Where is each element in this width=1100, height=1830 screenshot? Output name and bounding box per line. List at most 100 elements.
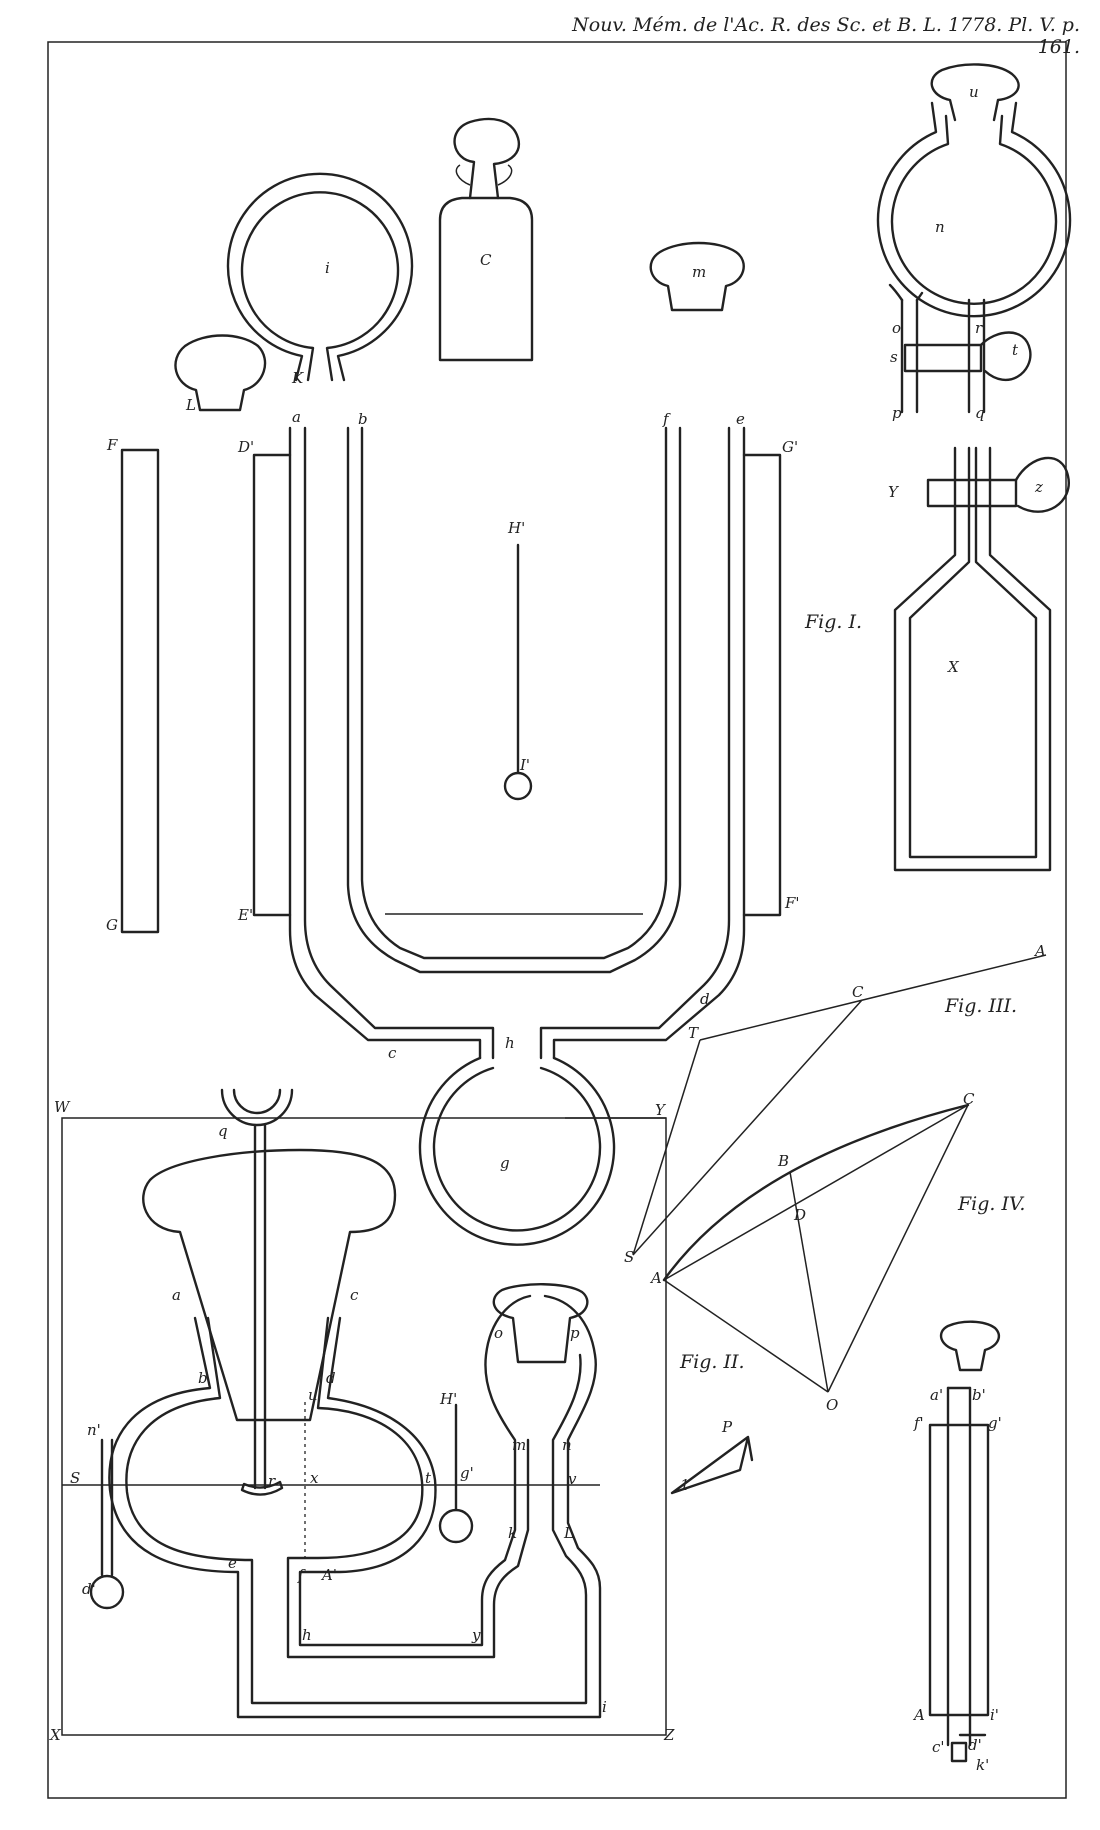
label-dp: d' [968,1736,982,1754]
label-f2gp: g' [460,1464,474,1482]
label-e: e [736,410,745,428]
stopper-L [174,334,267,412]
label-f4D: D [793,1206,806,1224]
label-f4A: A [649,1269,662,1287]
label-f2W: W [54,1098,71,1116]
label-f3C: C [852,983,864,1001]
label-f3S: S [624,1248,634,1266]
label-f2one: 1 [680,1476,690,1494]
label-f2Ap: A' [320,1566,337,1584]
label-f: f [662,410,671,428]
label-f2a: a [172,1286,181,1304]
label-f2y: y [471,1626,481,1644]
fig4-lines [662,1103,970,1393]
fig1-u-tube [288,426,746,1060]
label-f2o: o [494,1324,503,1342]
tube-FG [120,448,160,934]
bottle-X [893,446,1070,872]
tube-DE [252,453,292,917]
label-f2h: h [302,1626,312,1644]
label-Fp: F' [784,894,800,912]
label-f2dp: d' [82,1580,96,1598]
label-fig3: Fig. III. [944,995,1017,1017]
label-f2Y: Y [655,1101,667,1119]
label-fp: f' [913,1414,924,1432]
tube-GF [742,453,782,917]
label-f2q: q [218,1122,228,1140]
label-f2Z: Z [663,1726,675,1744]
label-i: i [325,259,330,277]
label-q: q [975,404,985,422]
label-f2P: P [721,1418,733,1436]
label-f3A: A [1033,942,1046,960]
label-kp: k' [976,1756,989,1774]
label-bp: b' [972,1386,986,1404]
label-b: b [358,410,368,428]
label-G: G [106,916,118,934]
label-Ep: E' [237,906,253,924]
label-f2f: f [297,1566,306,1584]
label-F: F [106,436,118,454]
label-o: o [892,319,901,337]
label-cp: c' [932,1738,945,1756]
label-f2c: c [350,1286,359,1304]
label-f3T: T [688,1024,699,1042]
label-f2i: i [602,1698,607,1716]
label-Ap: A [912,1706,925,1724]
label-f2r: r [268,1472,276,1490]
label-p: p [892,404,902,422]
label-fig2: Fig. II. [679,1351,745,1373]
label-a: a [292,408,301,426]
fig2-pincer-P [670,1435,754,1495]
flask-i [226,172,414,382]
label-f2v: v [568,1470,577,1488]
fig2-vessel [62,1294,602,1719]
label-f2b: b [198,1369,208,1387]
label-f2np: n' [87,1421,101,1439]
bottle-C [438,117,534,362]
label-f2p: p [570,1324,580,1342]
label-f2x: x [310,1469,319,1487]
label-Dp: D' [237,438,254,456]
label-d: d [700,990,710,1008]
label-f2t: t [425,1469,432,1487]
label-f2S: S [70,1469,80,1487]
label-Hp: H' [507,519,525,537]
label-s: s [890,348,898,366]
label-n: n [935,218,945,236]
label-h: h [505,1034,515,1052]
label-m: m [692,263,706,281]
stopper-m [649,241,745,312]
fig2-stopper [492,1283,589,1364]
label-fig1: Fig. I. [804,611,862,633]
flask-n [876,63,1072,414]
label-f2d: d [326,1369,336,1387]
label-t: t [1012,341,1019,359]
label-f2m: m [512,1436,526,1454]
label-gp: g' [988,1414,1002,1432]
label-f2X: X [49,1726,62,1744]
plate-labels: Fig. I. Fig. II. Fig. III. Fig. IV. i C … [49,83,1046,1774]
label-ap: a' [930,1386,943,1404]
tube-a-prime [928,1320,1000,1763]
label-Y: Y [888,483,900,501]
label-f2n: n [562,1436,572,1454]
label-f2u: u [308,1386,318,1404]
label-Ip: I' [519,756,530,774]
label-Gp: G' [782,438,798,456]
label-X: X [947,658,960,676]
label-f2L: L [563,1524,574,1542]
label-C: C [480,251,492,269]
label-f4C: C [963,1090,975,1108]
label-fig4: Fig. IV. [957,1193,1025,1215]
label-f2Hp: H' [439,1390,457,1408]
label-f2k: k [508,1524,517,1542]
label-L: L [185,396,196,414]
label-u: u [969,83,979,101]
label-ip: i' [990,1706,999,1724]
label-cc: c [388,1044,397,1062]
plate-border [47,41,1067,1799]
label-z: z [1034,478,1043,496]
fig2-box [61,1117,667,1736]
